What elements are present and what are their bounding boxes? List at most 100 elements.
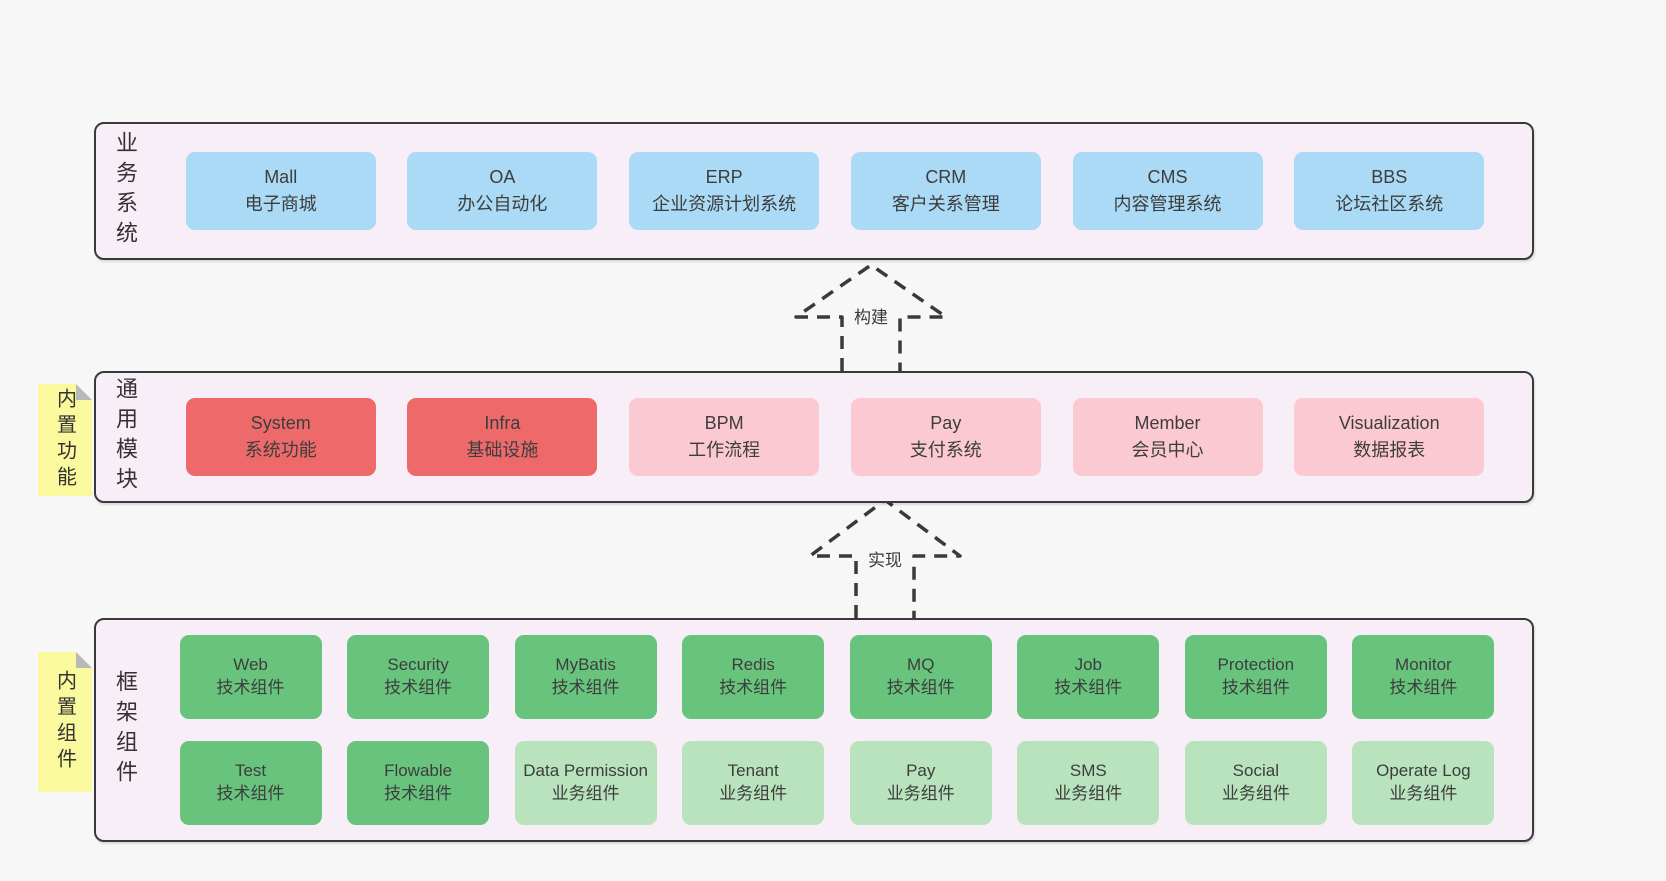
box-infra: Infra 基础设施 [407, 398, 598, 476]
box-pay: Pay 支付系统 [850, 398, 1041, 476]
framework-components-layer: 框架组件 Web 技术组件 Security 技术组件 MyBatis 技术组件… [94, 618, 1534, 842]
box-title: MQ [907, 655, 935, 675]
box-subtitle: 会员中心 [1131, 440, 1204, 460]
box-title: Operate Log [1376, 761, 1471, 781]
implement-arrow-label: 实现 [866, 551, 904, 570]
box-title: Monitor [1395, 655, 1452, 675]
box-title: Infra [484, 413, 521, 433]
box-oa: OA 办公自动化 [407, 152, 598, 230]
box-mq: MQ 技术组件 [849, 635, 992, 719]
box-cms: CMS 内容管理系统 [1072, 152, 1263, 230]
box-subtitle: 技术组件 [551, 678, 620, 697]
box-visualization: Visualization 数据报表 [1294, 398, 1485, 476]
box-protection: Protection 技术组件 [1184, 635, 1327, 719]
box-title: BPM [704, 413, 744, 433]
box-flowable: Flowable 技术组件 [347, 741, 490, 825]
box-title: ERP [705, 167, 743, 187]
box-monitor: Monitor 技术组件 [1352, 635, 1495, 719]
box-subtitle: 内容管理系统 [1113, 194, 1222, 214]
box-subtitle: 技术组件 [384, 678, 453, 697]
box-title: Web [233, 655, 268, 675]
business-systems-layer: 业务系统 Mall 电子商城 OA 办公自动化 ERP 企业资源计划系统 CRM… [94, 122, 1534, 260]
box-title: Pay [930, 413, 962, 433]
box-bbs: BBS 论坛社区系统 [1294, 152, 1485, 230]
common-modules-label: 通用模块 [113, 377, 138, 497]
box-operate-log: Operate Log 业务组件 [1352, 741, 1495, 825]
box-title: Mall [264, 167, 298, 187]
dashed-up-arrow-icon [794, 263, 948, 371]
box-data-permission: Data Permission 业务组件 [514, 741, 657, 825]
business-systems-boxes: Mall 电子商城 OA 办公自动化 ERP 企业资源计划系统 CRM 客户关系… [154, 124, 1532, 258]
box-subtitle: 技术组件 [1389, 678, 1458, 697]
framework-components-rows: Web 技术组件 Security 技术组件 MyBatis 技术组件 Redi… [154, 620, 1532, 840]
box-title: Member [1134, 413, 1201, 433]
box-title: MyBatis [555, 655, 616, 675]
box-title: Data Permission [523, 761, 648, 781]
box-test: Test 技术组件 [179, 741, 322, 825]
box-subtitle: 基础设施 [466, 440, 539, 460]
box-title: Protection [1217, 655, 1295, 675]
box-title: BBS [1371, 167, 1408, 187]
box-subtitle: 技术组件 [1054, 678, 1123, 697]
box-title: Tenant [727, 761, 779, 781]
tech-components-row: Web 技术组件 Security 技术组件 MyBatis 技术组件 Redi… [154, 635, 1520, 719]
box-title: CMS [1147, 167, 1188, 187]
box-member: Member 会员中心 [1072, 398, 1263, 476]
box-subtitle: 业务组件 [1221, 784, 1290, 803]
framework-components-label: 框架组件 [113, 670, 138, 790]
box-title: System [250, 413, 311, 433]
box-subtitle: 系统功能 [244, 440, 317, 460]
box-subtitle: 业务组件 [886, 784, 955, 803]
build-arrow: 构建 [786, 259, 956, 371]
box-title: SMS [1069, 761, 1107, 781]
box-web: Web 技术组件 [179, 635, 322, 719]
box-subtitle: 技术组件 [886, 678, 955, 697]
box-pay-business: Pay 业务组件 [849, 741, 992, 825]
box-social: Social 业务组件 [1184, 741, 1327, 825]
box-subtitle: 技术组件 [719, 678, 788, 697]
box-erp: ERP 企业资源计划系统 [629, 152, 820, 230]
builtin-components-sticky-note: 内置组件 [38, 652, 92, 792]
box-subtitle: 业务组件 [1389, 784, 1458, 803]
box-title: Flowable [384, 761, 453, 781]
box-title: Pay [906, 761, 936, 781]
box-subtitle: 技术组件 [216, 678, 285, 697]
box-title: Job [1074, 655, 1102, 675]
box-crm: CRM 客户关系管理 [850, 152, 1041, 230]
box-subtitle: 企业资源计划系统 [652, 194, 797, 214]
box-subtitle: 客户关系管理 [891, 194, 1000, 214]
business-systems-label: 业务系统 [113, 131, 138, 251]
box-subtitle: 业务组件 [1054, 784, 1123, 803]
box-redis: Redis 技术组件 [682, 635, 825, 719]
box-title: Test [234, 761, 267, 781]
box-job: Job 技术组件 [1017, 635, 1160, 719]
box-title: Security [387, 655, 449, 675]
box-title: Social [1232, 761, 1279, 781]
box-subtitle: 技术组件 [1221, 678, 1290, 697]
box-title: OA [489, 167, 516, 187]
box-system: System 系统功能 [185, 398, 376, 476]
box-title: Visualization [1338, 413, 1440, 433]
box-subtitle: 技术组件 [216, 784, 285, 803]
box-subtitle: 电子商城 [244, 194, 317, 214]
box-subtitle: 业务组件 [551, 784, 620, 803]
box-subtitle: 数据报表 [1353, 440, 1426, 460]
box-subtitle: 工作流程 [688, 440, 761, 460]
box-title: CRM [925, 167, 967, 187]
build-arrow-label: 构建 [852, 308, 890, 327]
box-tenant: Tenant 业务组件 [682, 741, 825, 825]
box-subtitle: 技术组件 [384, 784, 453, 803]
business-components-row: Test 技术组件 Flowable 技术组件 Data Permission … [154, 741, 1520, 825]
box-subtitle: 办公自动化 [457, 194, 548, 214]
common-modules-layer: 通用模块 System 系统功能 Infra 基础设施 BPM 工作流程 Pay… [94, 371, 1534, 503]
implement-arrow: 实现 [800, 492, 970, 618]
box-sms: SMS 业务组件 [1017, 741, 1160, 825]
box-security: Security 技术组件 [347, 635, 490, 719]
box-mall: Mall 电子商城 [185, 152, 376, 230]
common-modules-boxes: System 系统功能 Infra 基础设施 BPM 工作流程 Pay 支付系统… [154, 373, 1532, 501]
folded-corner-icon [76, 652, 92, 668]
box-title: Redis [731, 655, 775, 675]
box-subtitle: 论坛社区系统 [1335, 194, 1444, 214]
folded-corner-icon [76, 384, 92, 400]
